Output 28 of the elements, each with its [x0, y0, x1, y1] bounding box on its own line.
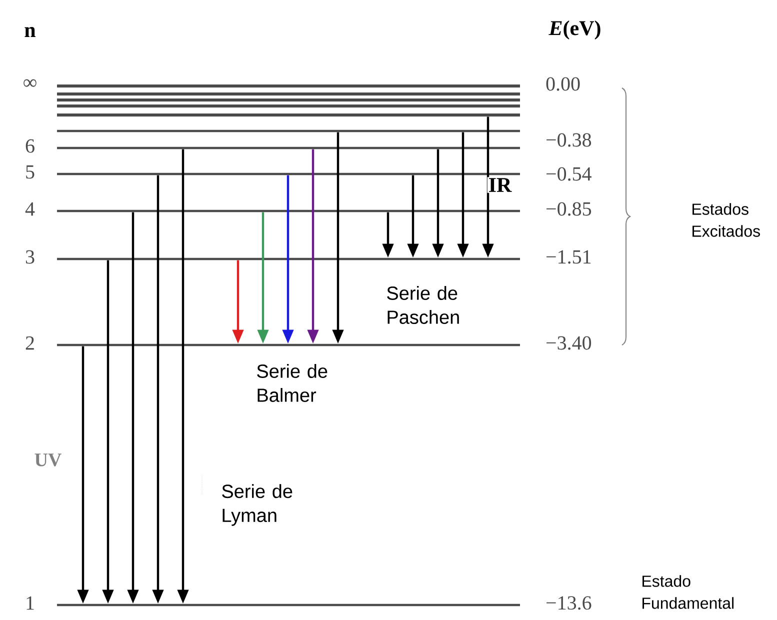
- energy-level-line: [57, 98, 520, 102]
- group-label: Estados Excitados: [692, 203, 760, 237]
- quantum-number: 6: [26, 139, 34, 153]
- axis-label: E(eV): [548, 20, 600, 40]
- energy-value: −0.54: [546, 167, 592, 181]
- energy-value: −0.85: [546, 202, 592, 216]
- series-label: Serie de Lyman: [222, 484, 292, 526]
- series-label: Serie de Balmer: [257, 364, 328, 402]
- quantum-number: 3: [26, 250, 34, 264]
- energy-level-line: [57, 92, 520, 96]
- energy-level-line: [57, 104, 520, 108]
- energy-level-line: [57, 130, 520, 132]
- quantum-number: ∞: [24, 79, 36, 87]
- energy-value: −13.6: [546, 596, 592, 610]
- energy-value: −3.40: [546, 336, 592, 350]
- region-label: IR: [487, 177, 513, 193]
- energy-level-line: [57, 114, 520, 116]
- energy-value: 0.00: [546, 77, 580, 91]
- axis-label: n: [24, 27, 36, 37]
- quantum-number: 4: [25, 202, 35, 216]
- quantum-number: 5: [26, 165, 34, 179]
- energy-value: −0.38: [546, 133, 592, 147]
- series-label: Serie de Paschen: [387, 286, 459, 324]
- quantum-number: 1: [26, 596, 34, 610]
- energy-value: −1.51: [546, 250, 591, 264]
- state-label: Estado Fundamental: [642, 575, 734, 609]
- region-label: UV: [34, 454, 62, 466]
- quantum-number: 2: [26, 336, 34, 350]
